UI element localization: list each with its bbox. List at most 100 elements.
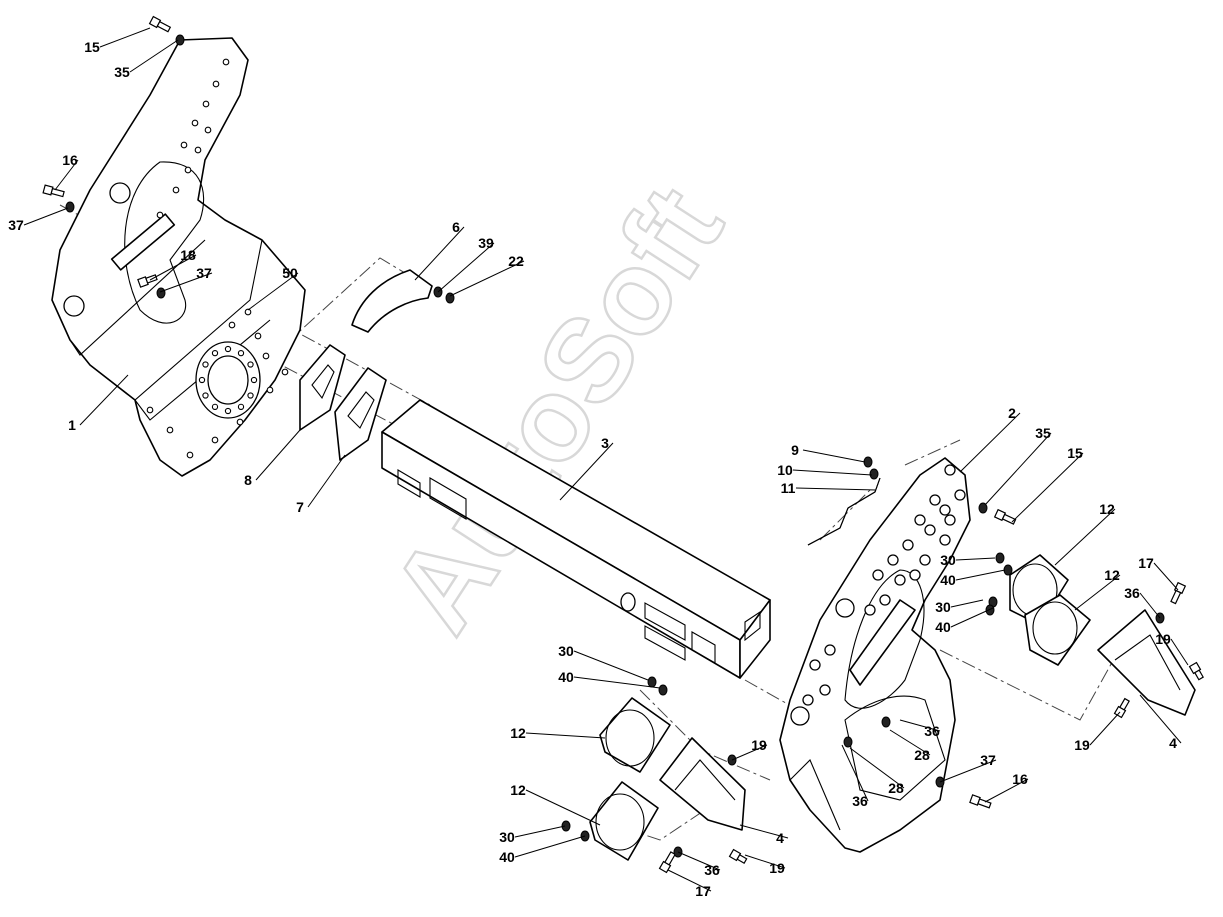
leader-line (307, 454, 346, 508)
callout-c28b: 28 (888, 780, 904, 796)
flange-bolt-hole (202, 392, 209, 399)
leader-line (792, 469, 873, 476)
bolt (1188, 661, 1204, 681)
callout-c30d: 30 (499, 829, 515, 845)
leader-line (984, 778, 1029, 803)
flange-bolt-hole (211, 350, 219, 357)
plate-hole (262, 352, 270, 360)
callout-c40c: 40 (558, 669, 574, 685)
plate-hole (954, 489, 966, 501)
plate-hole (191, 119, 199, 127)
leader-line (841, 744, 869, 802)
callout-c6: 6 (452, 219, 460, 235)
callout-c36b: 36 (1124, 585, 1140, 601)
callout-c4b: 4 (776, 830, 784, 846)
box-beam (381, 399, 771, 679)
washer (995, 552, 1005, 564)
washer (978, 502, 988, 514)
bolt (993, 508, 1017, 525)
washer (985, 604, 995, 616)
callout-c12b: 12 (1104, 567, 1120, 583)
plate-hole (266, 386, 274, 394)
callout-c19a: 19 (1155, 631, 1171, 647)
washer (647, 676, 657, 688)
plate-hole (254, 332, 262, 340)
leader-line (54, 159, 79, 191)
left-side-plate (51, 37, 306, 477)
callout-c40a: 40 (940, 572, 956, 588)
leader-line (23, 207, 69, 226)
leader-line (247, 272, 299, 311)
callout-c16b: 16 (1012, 771, 1028, 787)
leader-line (1011, 452, 1084, 523)
bolt (148, 15, 172, 33)
hydraulic-tube (807, 477, 881, 546)
callout-c30a: 30 (940, 552, 956, 568)
flange-bolt-hole (250, 376, 258, 384)
leader-line (573, 650, 649, 681)
plate-hole (244, 308, 252, 316)
callout-c40d: 40 (499, 849, 515, 865)
leader-line (950, 599, 984, 608)
callout-c4a: 4 (1169, 735, 1177, 751)
plate-hole (156, 211, 164, 219)
mount-12-upper-b (1024, 594, 1091, 666)
leader-line (795, 487, 877, 491)
flange-bolt-hole (224, 407, 232, 415)
plate-hole (902, 539, 914, 551)
flange-bolt-hole (198, 376, 206, 384)
flange-bolt-hole (247, 392, 254, 399)
leader-line (1153, 562, 1179, 591)
callout-c19b: 19 (1074, 737, 1090, 753)
plate-hole (180, 141, 188, 149)
callout-c37a: 37 (8, 217, 24, 233)
washer (863, 456, 873, 468)
plate-hole (872, 569, 884, 581)
leader-line (939, 759, 997, 783)
callout-c40b: 40 (935, 619, 951, 635)
callout-c15b: 15 (1067, 445, 1083, 461)
washer (881, 716, 891, 728)
callout-c15a: 15 (84, 39, 100, 55)
leader-line (739, 824, 789, 839)
plate-hole (944, 514, 956, 526)
washer (156, 287, 166, 299)
callout-c28a: 28 (914, 747, 930, 763)
callout-c12a: 12 (1099, 501, 1115, 517)
leader-line (1139, 694, 1182, 744)
flange-bolt-hole (224, 345, 232, 353)
callout-c35b: 35 (1035, 425, 1051, 441)
plate-hole (819, 684, 831, 696)
leader-line (255, 429, 301, 481)
bolt (728, 848, 748, 864)
leader-line (984, 432, 1052, 506)
callout-c17b: 17 (695, 883, 711, 899)
plate-hole (887, 554, 899, 566)
callout-c50: 50 (282, 265, 298, 281)
callout-c19c: 19 (751, 737, 767, 753)
callout-c37b: 37 (196, 265, 212, 281)
callout-c12c: 12 (510, 725, 526, 741)
leader-line (79, 374, 129, 426)
callout-c9: 9 (791, 442, 799, 458)
callout-c36a: 36 (924, 723, 940, 739)
leader-line (514, 835, 586, 858)
leader-line (849, 747, 905, 789)
plate-hole (894, 574, 906, 586)
plate-hole (939, 534, 951, 546)
plate-hole (172, 186, 180, 194)
washer (561, 820, 571, 832)
leader-line (955, 569, 1006, 581)
plate-hole (166, 426, 174, 434)
leader-line (449, 260, 525, 297)
plate-hole (809, 659, 821, 671)
bolt (1113, 697, 1130, 719)
callout-c16a: 16 (62, 152, 78, 168)
leader-line (437, 242, 495, 293)
leader-line (802, 449, 866, 463)
callout-c36d: 36 (704, 862, 720, 878)
callout-c36c: 36 (852, 793, 868, 809)
callout-c3: 3 (601, 435, 609, 451)
leader-line (889, 729, 931, 756)
